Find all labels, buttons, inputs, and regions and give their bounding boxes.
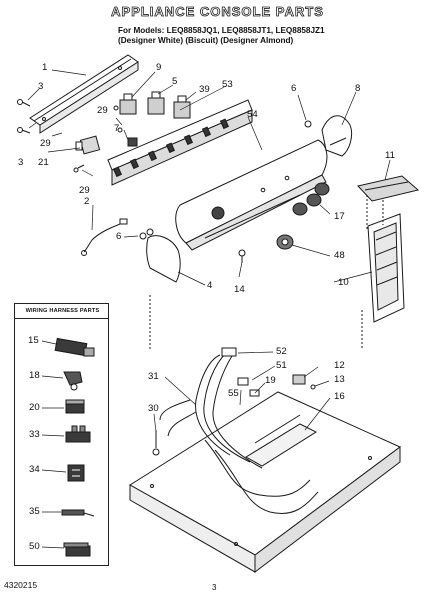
part-30-ground-screw [152, 430, 160, 456]
part-33-connector-icon [65, 425, 91, 443]
part-9-switch [119, 93, 137, 115]
part-10-lint-housing [367, 213, 405, 323]
callout-54: 54 [247, 109, 258, 120]
callout-21: 21 [38, 157, 49, 168]
part-20-connector-icon [65, 399, 85, 414]
model-numbers-line: For Models: LEQ8858JQ1, LEQ8858JT1, LEQ8… [118, 26, 325, 35]
part-35-terminal-icon [61, 509, 95, 517]
harness-box-divider [15, 318, 108, 319]
model-list: For Models: LEQ8858JQ1, LEQ8858JT1, LEQ8… [118, 26, 325, 46]
part-5-switch [147, 91, 165, 115]
main-wiring-harness [159, 347, 319, 514]
part-50-terminal-icon [63, 542, 91, 557]
callout-53: 53 [222, 79, 233, 90]
callout-1: 1 [42, 62, 48, 73]
part-29-screws [73, 105, 123, 173]
callout-39: 39 [199, 84, 210, 95]
callout-6-right: 6 [291, 83, 297, 94]
callout-19: 19 [265, 375, 276, 386]
guide-lines [149, 195, 384, 350]
harness-callout-34: 34 [29, 464, 40, 475]
callout-52: 52 [276, 346, 287, 357]
callout-48: 48 [334, 250, 345, 261]
callout-55: 55 [228, 388, 239, 399]
callout-17: 17 [334, 211, 345, 222]
callout-8: 8 [355, 83, 361, 94]
model-colors-line: (Designer White) (Biscuit) (Designer Alm… [118, 36, 294, 45]
part-48-knob [276, 234, 294, 250]
callout-12: 12 [334, 360, 345, 371]
harness-callout-18: 18 [29, 370, 40, 381]
harness-callout-15: 15 [28, 335, 39, 346]
harness-box-title: WIRING HARNESS PARTS [25, 308, 100, 314]
callout-13: 13 [334, 374, 345, 385]
part-15-connector-icon [54, 337, 95, 357]
callout-51: 51 [276, 360, 287, 371]
part-54-console [175, 139, 328, 251]
callout-4: 4 [207, 280, 213, 291]
diagram-title: APPLIANCE CONSOLE PARTS [111, 4, 324, 20]
callout-7: 7 [114, 123, 120, 134]
part-4-end-cap [146, 228, 181, 283]
part-21-switch [75, 135, 101, 155]
part-6-screw-left [139, 232, 147, 240]
footer-page-number: 3 [212, 583, 217, 592]
harness-callout-35: 35 [29, 506, 40, 517]
callout-5: 5 [172, 76, 178, 87]
callout-10: 10 [338, 277, 349, 288]
callout-14: 14 [234, 284, 245, 295]
footer-part-number: 4320215 [4, 580, 38, 590]
harness-callout-20: 20 [29, 402, 40, 413]
callout-11: 11 [385, 150, 395, 161]
harness-callout-50: 50 [29, 541, 40, 552]
part-3-screws [17, 99, 31, 134]
callout-31: 31 [148, 371, 159, 382]
part-14-screw [238, 249, 246, 263]
part-2-wire [81, 218, 128, 256]
part-34-connector-icon [67, 464, 85, 482]
part-17-knobs [292, 182, 330, 216]
part-1-rear-panel [29, 54, 139, 134]
callout-16: 16 [334, 391, 345, 402]
part-39-switch [173, 95, 191, 119]
part-8-end-cap [321, 115, 353, 157]
callout-9: 9 [156, 62, 162, 73]
callout-3-bottom: 3 [18, 157, 24, 168]
callout-6-left: 6 [116, 231, 122, 242]
harness-callout-33: 33 [29, 429, 40, 440]
part-18-clip-icon [63, 371, 83, 391]
part-7-clip [127, 137, 138, 147]
leader-lines [27, 69, 391, 433]
callout-2: 2 [84, 196, 90, 207]
callout-29-left: 29 [40, 138, 51, 149]
callout-29-mid: 29 [97, 105, 108, 116]
wiring-harness-parts-box: WIRING HARNESS PARTS [14, 303, 109, 566]
callout-29-lower: 29 [79, 185, 90, 196]
harness-thumbnails [41, 337, 95, 557]
part-6-screw-right [304, 120, 312, 128]
part-53-control-bracket [107, 99, 253, 186]
part-12-13-terminal [292, 374, 316, 390]
part-16-top-cover [129, 391, 401, 574]
callout-30: 30 [148, 403, 159, 414]
part-11-lint-screen [357, 175, 420, 202]
callout-3-top: 3 [38, 81, 44, 92]
